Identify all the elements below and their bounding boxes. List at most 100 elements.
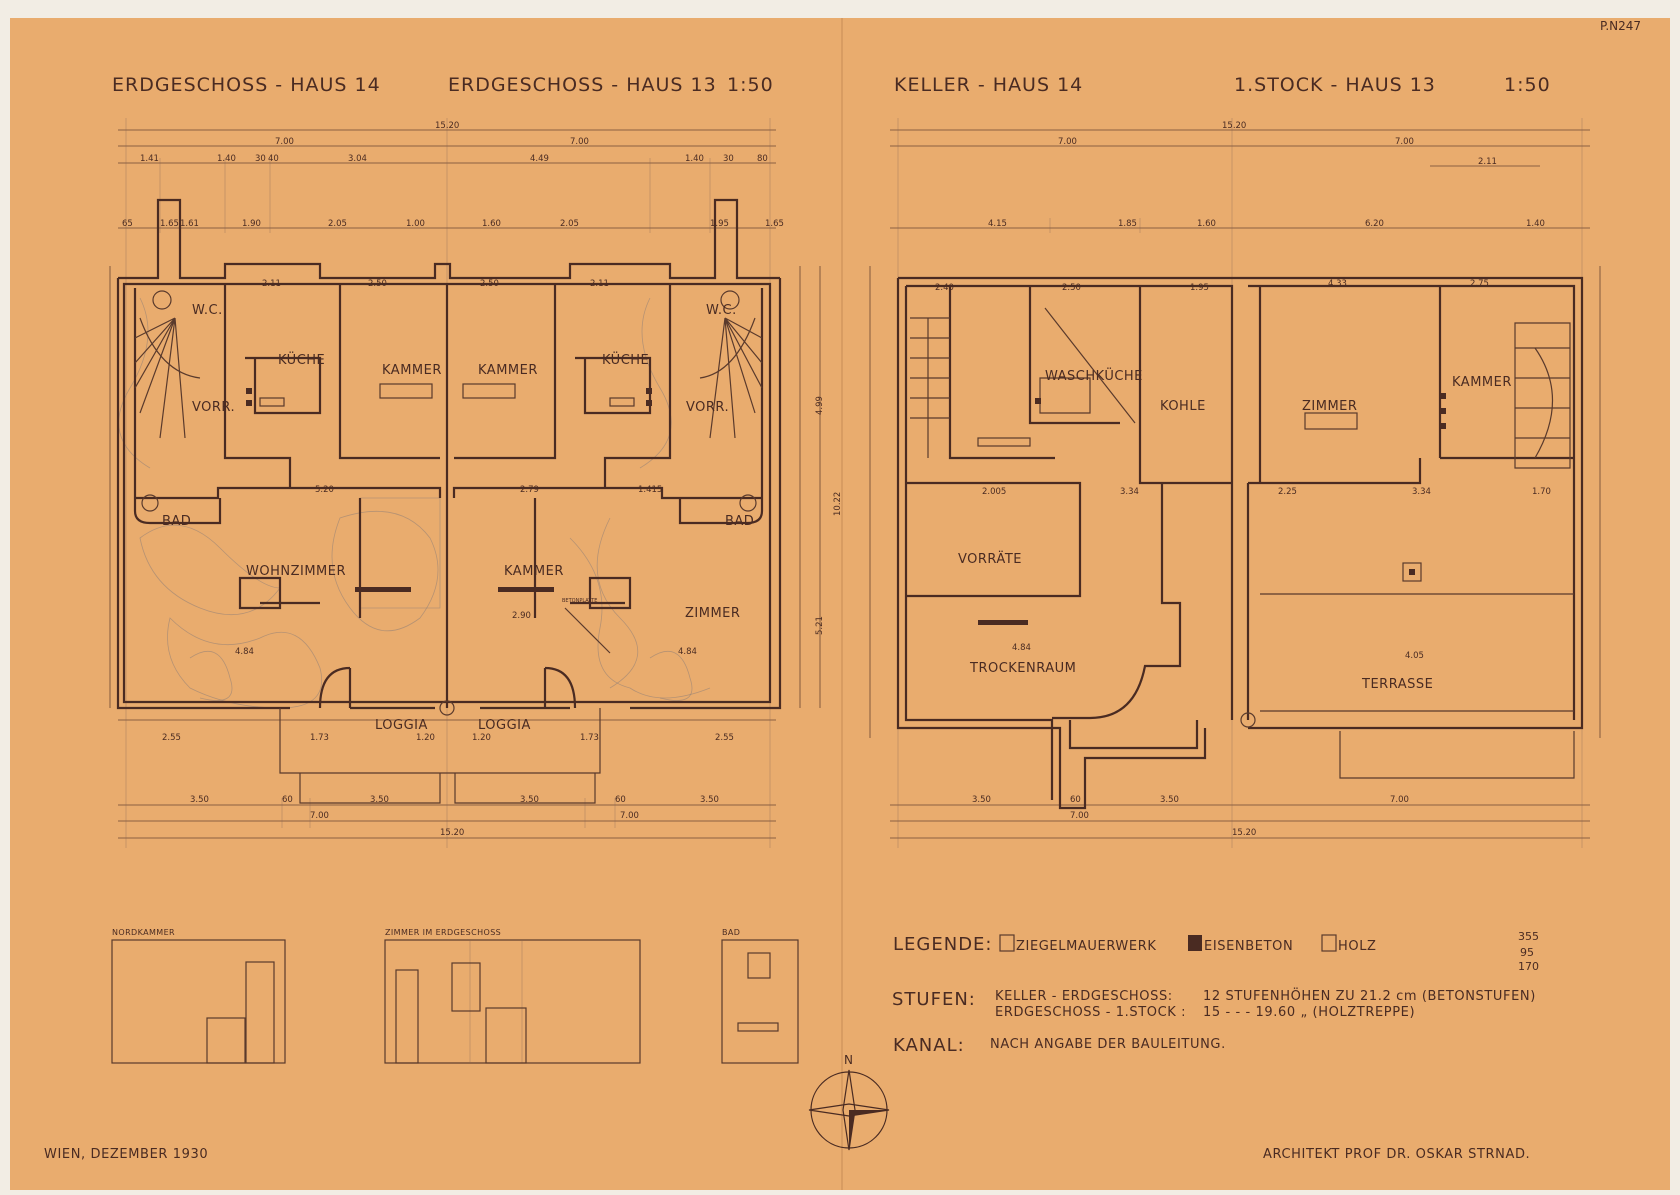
svg-text:95: 95 [1520,946,1534,959]
svg-text:6.20: 6.20 [1365,219,1384,229]
room-loggia-right: LOGGIA [478,718,531,733]
room-kammer-first: KAMMER [1452,375,1512,390]
dimension-chains-left [109,118,821,848]
svg-text:355: 355 [1518,930,1539,943]
dim-total: 15.20 [435,121,459,131]
svg-text:2.11: 2.11 [1478,157,1497,167]
svg-text:BAD: BAD [722,928,740,937]
dim-u2: 1.61 [180,219,199,229]
dim-t3: 40 [268,154,279,164]
svg-text:NORDKAMMER: NORDKAMMER [112,928,175,937]
room-vorr-left: VORR. [192,400,235,415]
dim-u1: 1.65 [160,219,179,229]
dim-u3: 1.90 [242,219,261,229]
svg-text:1.415: 1.415 [638,485,662,495]
ground-beton-parts [246,388,652,592]
room-bad-left: BAD [162,514,191,529]
dim-half-rb: 7.00 [620,811,639,821]
dim-t8: 80 [757,154,768,164]
drawing-sheet: P.N247 ERDGESCHOSS - HAUS 14 ERDGESCHOSS… [10,18,1670,1190]
room-vorr-right: VORR. [686,400,729,415]
room-wc-right: W.C. [706,303,737,318]
dim-half-right-a: 7.00 [1058,137,1077,147]
dim-u9: 1.65 [765,219,784,229]
dim-half-l: 7.00 [275,137,294,147]
svg-text:3.50: 3.50 [1160,795,1179,805]
cellar-room-labels: WASCHKÜCHE KOHLE VORRÄTE TROCKENRAUM ZIM… [958,367,1512,692]
dim-u4: 2.05 [328,219,347,229]
elevation-bad: BAD [721,928,799,1064]
svg-text:3.34: 3.34 [1412,487,1431,497]
dim-overall-l: 15.20 [440,828,464,838]
floor-plan-drawing: P.N247 ERDGESCHOSS - HAUS 14 ERDGESCHOSS… [44,18,1641,1190]
room-wc-left: W.C. [192,303,223,318]
title-first-13: 1.STOCK - HAUS 13 [1234,74,1436,96]
room-kammer-right: KAMMER [478,363,538,378]
room-kueche-left: KÜCHE [278,351,325,368]
dim-u6: 1.60 [482,219,501,229]
title-cellar-14: KELLER - HAUS 14 [894,74,1083,96]
dim-l5: 3.50 [700,795,719,805]
dim-b3: 1.20 [472,733,491,743]
legend-label: LEGENDE: [893,934,993,955]
room-trockenraum: TROCKENRAUM [969,661,1076,676]
room-kammer-left: KAMMER [382,363,442,378]
svg-text:2.40: 2.40 [935,283,954,293]
dim-overall-right: 15.20 [1232,828,1256,838]
dim-half-r: 7.00 [570,137,589,147]
dimension-labels-left: 15.20 7.00 7.00 1.41 1.40 30 40 3.04 4.4… [122,121,843,838]
svg-text:3.50: 3.50 [972,795,991,805]
svg-text:2.25: 2.25 [1278,487,1297,497]
legend-item-ziegel: ZIEGELMAUERWERK [1016,939,1156,954]
dim-u0: 65 [122,219,133,229]
dim-half-right-b: 7.00 [1395,137,1414,147]
place-date: WIEN, DEZEMBER 1930 [44,1147,208,1162]
dim-b0: 2.55 [162,733,181,743]
dim-t7: 30 [723,154,734,164]
legend-item-beton: EISENBETON [1204,939,1293,954]
elevation-zimmer: ZIMMER IM ERDGESCHOSS [384,928,641,1064]
svg-text:1.85: 1.85 [1118,219,1137,229]
room-wohnzimmer: WOHNZIMMER [246,564,346,579]
title-ground-13: ERDGESCHOSS - HAUS 13 [448,74,717,96]
architect-credit: ARCHITEKT PROF DR. OSKAR STRNAD. [1263,1147,1530,1162]
dim-l0: 3.50 [190,795,209,805]
legend-swatch-ziegel [999,934,1015,952]
room-loggia-left: LOGGIA [375,718,428,733]
dim-b4: 1.73 [580,733,599,743]
svg-text:5.20: 5.20 [315,485,334,495]
svg-text:4.15: 4.15 [988,219,1007,229]
svg-text:KELLER - ERDGESCHOSS:: KELLER - ERDGESCHOSS: [995,989,1173,1004]
ground-room-labels: W.C. KÜCHE KAMMER KAMMER KÜCHE W.C. VORR… [162,303,754,733]
svg-text:3.34: 3.34 [1120,487,1139,497]
svg-text:4.84: 4.84 [1012,643,1031,653]
kanal-text: NACH ANGABE DER BAULEITUNG. [990,1037,1226,1052]
svg-text:2.005: 2.005 [982,487,1006,497]
cellar-beton-parts [978,393,1446,625]
dimension-chains-right [869,118,1601,848]
dim-l3: 3.50 [520,795,539,805]
dim-total-right: 15.20 [1222,121,1246,131]
svg-text:7.00: 7.00 [1390,795,1409,805]
svg-text:170: 170 [1518,960,1539,973]
dim-t4: 3.04 [348,154,367,164]
dim-t2: 30 [255,154,266,164]
scale-right: 1:50 [1504,74,1551,96]
room-kueche-right: KÜCHE [602,351,649,368]
dim-l4: 60 [615,795,626,805]
title-ground-14: ERDGESCHOSS - HAUS 14 [112,74,381,96]
svg-text:1.70: 1.70 [1532,487,1551,497]
svg-text:10.22: 10.22 [833,492,843,516]
svg-text:1.40: 1.40 [1526,219,1545,229]
scale-left: 1:50 [727,74,774,96]
svg-text:2.90: 2.90 [512,611,531,621]
stairs-note: STUFEN: KELLER - ERDGESCHOSS: 12 STUFENH… [892,987,1536,1020]
legend-swatch-holz [1321,934,1337,952]
room-waschkueche: WASCHKÜCHE [1045,367,1143,384]
room-kammer-middle: KAMMER [504,564,564,579]
dim-b5: 2.55 [715,733,734,743]
svg-text:7.00: 7.00 [1070,811,1089,821]
svg-text:12 STUFENHÖHEN ZU 21.2 cm (BE: 12 STUFENHÖHEN ZU 21.2 cm (BETONSTUFEN) [1203,987,1536,1004]
dim-t1: 1.40 [217,154,236,164]
dim-u5: 1.00 [406,219,425,229]
